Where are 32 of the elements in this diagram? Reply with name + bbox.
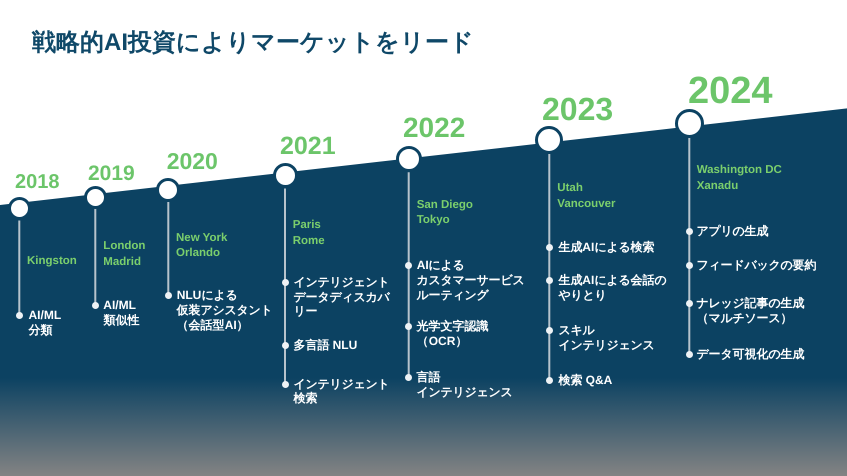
year-label: 2019 bbox=[88, 163, 135, 184]
release-label: London Madrid bbox=[103, 239, 146, 270]
year-label: 2024 bbox=[688, 72, 773, 110]
release-label: New York Orlando bbox=[176, 230, 228, 262]
feature-label: アプリの生成 bbox=[696, 224, 769, 238]
release-label: San Diego Tokyo bbox=[416, 198, 474, 228]
feature-label: 検索 Q&A bbox=[558, 372, 612, 388]
feature-label: 生成AIによる会話のやりとり bbox=[558, 273, 666, 303]
year-label: 2022 bbox=[402, 114, 466, 142]
title: 戦略的AI投資によりマーケットをリード bbox=[32, 31, 474, 55]
year-label: 2021 bbox=[280, 134, 336, 159]
feature-label: AIによるカスタマーサービスルーティング bbox=[416, 258, 525, 302]
year-label: 2020 bbox=[166, 150, 218, 173]
year-label: 2023 bbox=[542, 92, 614, 125]
year-label: 2018 bbox=[14, 172, 60, 192]
feature-label: データ可視化の生成 bbox=[696, 347, 805, 362]
feature-label: 生成AIによる検索 bbox=[558, 240, 654, 255]
feature-label: フィードバックの要約 bbox=[696, 258, 817, 272]
feature-label: 言語インテリジェンス bbox=[416, 370, 513, 400]
feature-label: AI/ML類似性 bbox=[103, 298, 140, 328]
feature-label: NLUによる仮装アシスタント（会話型AI） bbox=[176, 288, 273, 332]
feature-label: 光学文字認識（OCR） bbox=[416, 319, 489, 349]
release-label: Paris Rome bbox=[292, 218, 326, 249]
feature-label: 多言語 NLU bbox=[293, 338, 358, 353]
feature-label: インテリジェントデータディスカバリー bbox=[293, 275, 390, 319]
feature-label: AI/ML分類 bbox=[28, 308, 62, 338]
release-label: Kingston bbox=[27, 254, 78, 269]
release-label: Washington DC Xanadu bbox=[696, 163, 783, 194]
feature-label: スキルインテリジェンス bbox=[558, 323, 654, 353]
release-label: Utah Vancouver bbox=[557, 181, 616, 212]
feature-label: ナレッジ記事の生成（マルチソース） bbox=[696, 296, 805, 326]
feature-label: インテリジェント検索 bbox=[293, 376, 390, 406]
